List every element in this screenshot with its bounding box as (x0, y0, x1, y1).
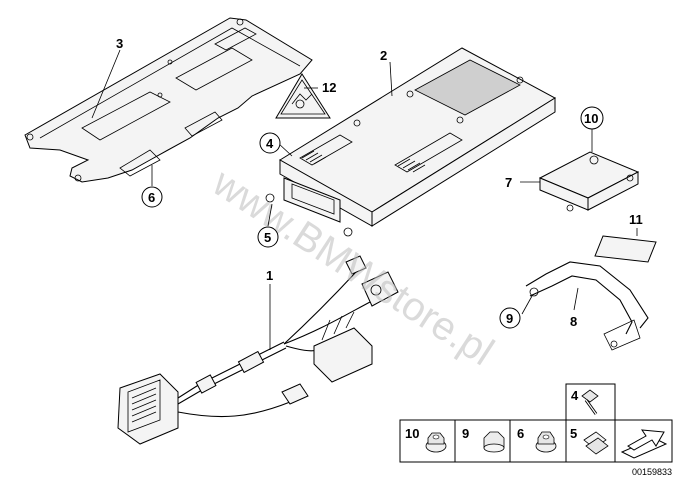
callout-10-circle (580, 106, 604, 130)
pad-part-11 (594, 235, 657, 263)
parts-box-label-6: 6 (517, 426, 524, 441)
bracket-plate-part-3 (24, 17, 313, 183)
callouts: 3 2 12 4 5 6 10 7 11 9 8 1 (116, 36, 643, 329)
bracket-part-8 (525, 261, 649, 351)
callout-11: 11 (629, 212, 643, 227)
callout-1: 1 (266, 268, 273, 283)
control-unit-part-2 (265, 47, 556, 237)
callout-3: 3 (116, 36, 123, 51)
callout-9-circle (499, 307, 521, 329)
leader-lines (91, 49, 638, 350)
callout-5: 5 (264, 230, 271, 245)
callout-6: 6 (148, 190, 155, 205)
warning-label-part-12 (275, 73, 331, 119)
clip-nut-icon (583, 431, 609, 455)
parts-box: 4 10 9 6 5 (399, 383, 673, 463)
arrow-icon (620, 429, 668, 459)
wiring-harness-part-1 (117, 255, 399, 445)
hex-nut-icon (535, 431, 557, 453)
callout-7: 7 (505, 175, 512, 190)
callout-4-circle (259, 132, 281, 154)
flange-nut-icon (425, 432, 447, 453)
small-module-part-7 (538, 151, 640, 212)
callout-5-circle (257, 226, 279, 248)
callout-12: 12 (322, 80, 336, 95)
reference-number: 00159833 (632, 467, 672, 477)
parts-box-label-4: 4 (571, 388, 579, 403)
parts-box-label-10: 10 (405, 426, 419, 441)
parts-box-label-5: 5 (570, 426, 577, 441)
callout-4: 4 (266, 136, 274, 151)
callout-6-circle (141, 186, 163, 208)
callout-9: 9 (506, 311, 513, 326)
parts-box-label-9: 9 (462, 426, 469, 441)
cap-nut-icon (483, 431, 505, 453)
callout-10: 10 (584, 111, 598, 126)
bolt-icon (581, 389, 599, 415)
callout-2: 2 (380, 48, 387, 63)
callout-8: 8 (570, 314, 577, 329)
